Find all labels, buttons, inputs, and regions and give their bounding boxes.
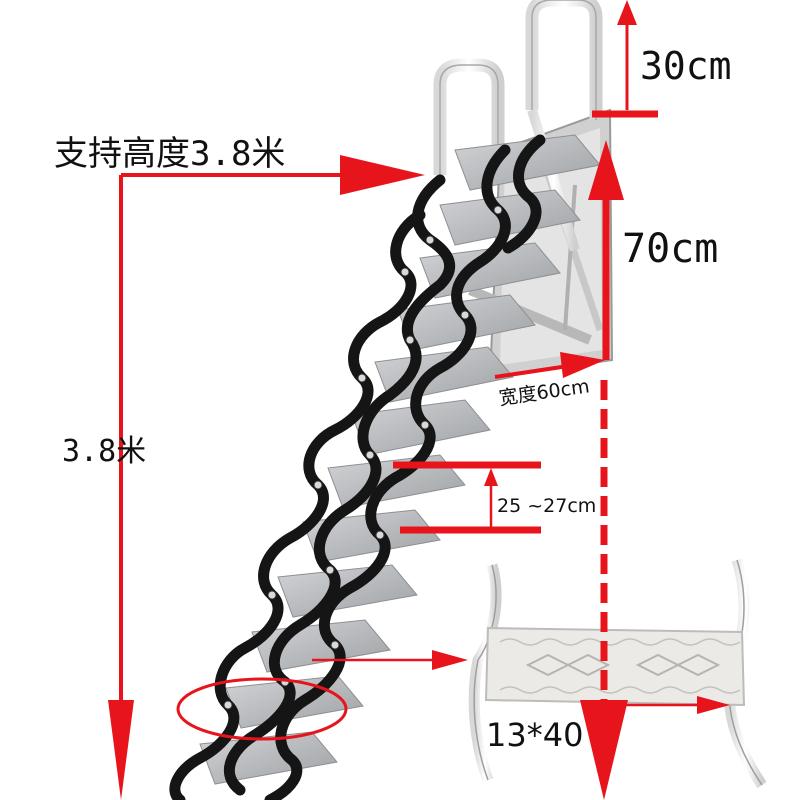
step-spacing-label: 25 ~27cm xyxy=(497,495,597,517)
tread-closeup xyxy=(468,558,767,789)
highlight-ellipse xyxy=(176,677,348,741)
support-height-label: 支持高度3.8米 xyxy=(54,134,286,174)
annotation-arrows xyxy=(108,0,730,800)
tread-size-label: 13*40 xyxy=(486,716,584,754)
top-extension-label: 30cm xyxy=(640,44,732,88)
link-rivets xyxy=(223,205,503,710)
handrail-height-label: 70cm xyxy=(622,226,719,272)
total-height-label: 3.8米 xyxy=(62,434,147,469)
